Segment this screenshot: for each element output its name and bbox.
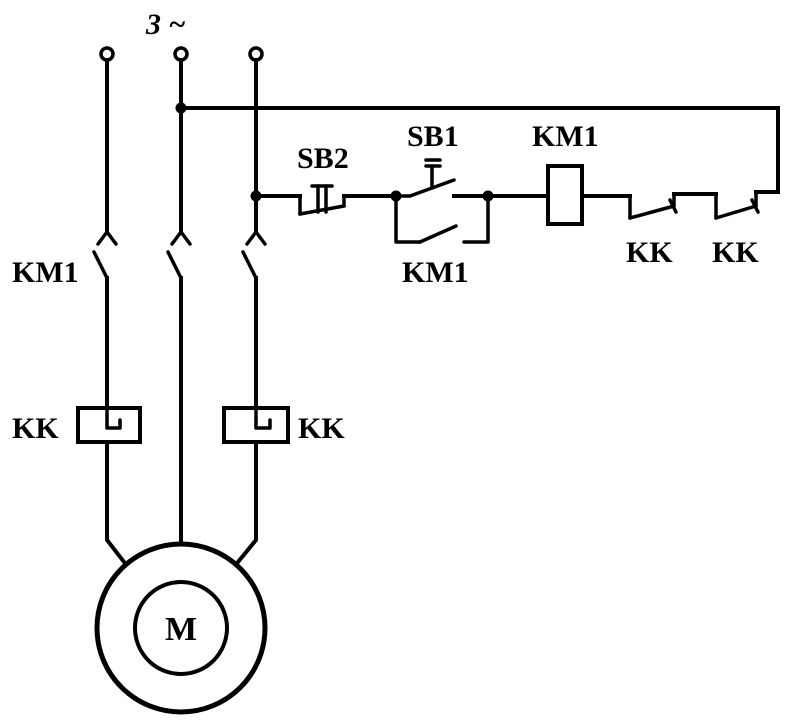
km1-coil-label: KM1: [532, 120, 599, 153]
kk-thermal-heater-right: [222, 406, 290, 444]
kk-left-label: KK: [12, 412, 59, 445]
km1-main-contacts: [92, 230, 267, 280]
junction-l2: [175, 102, 187, 114]
kk-nc-contact-1: [628, 192, 718, 220]
supply-terminals: [99, 46, 264, 62]
motor-label: M: [165, 611, 197, 648]
kk-thermal-heater-left: [76, 406, 142, 444]
junction-l3: [250, 190, 262, 202]
kk-right-label: KK: [298, 412, 345, 445]
km1-main-label: KM1: [12, 256, 79, 289]
phase-conductors-upper: [105, 58, 258, 234]
km1-aux-contact: [394, 194, 490, 244]
sb2-label: SB2: [297, 142, 349, 175]
sb2-stop-button: [298, 184, 398, 216]
motor-feed-conductors: [105, 440, 258, 565]
supply-label: 3 ~: [145, 8, 186, 41]
kk-ctrl-2-label: KK: [712, 236, 759, 269]
km1-coil: [546, 164, 584, 226]
kk-nc-contact-2: [714, 190, 760, 220]
phase-conductors-lower: [105, 276, 258, 542]
motor: [94, 541, 268, 715]
sb1-start-button: [394, 158, 490, 198]
km1-aux-label: KM1: [402, 256, 469, 289]
control-circuit-wiring: [179, 106, 780, 198]
kk-ctrl-1-label: KK: [626, 236, 673, 269]
sb1-label: SB1: [407, 120, 459, 153]
